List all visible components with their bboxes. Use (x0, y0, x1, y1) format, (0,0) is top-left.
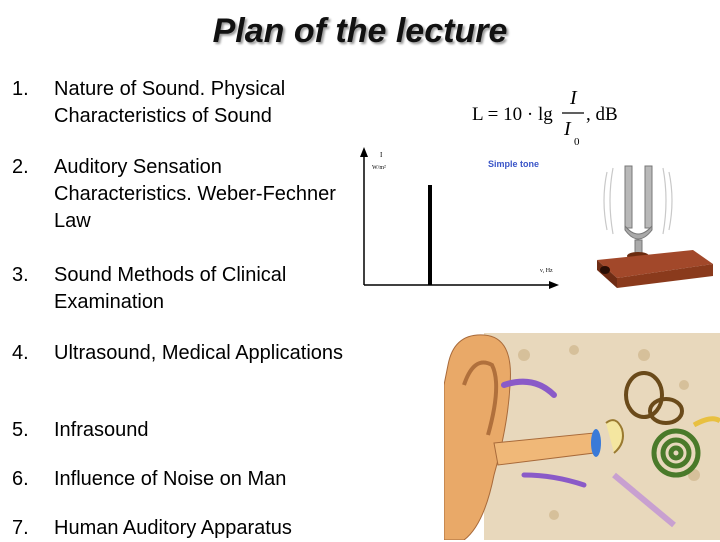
item-number: 3. (12, 264, 29, 286)
y-axis-unit: W/m² (372, 165, 386, 171)
eardrum (591, 429, 601, 457)
semicircular-canals (624, 371, 684, 425)
formula-unit: , dB (586, 104, 618, 125)
item-number: 2. (12, 156, 29, 178)
item-number: 5. (12, 419, 29, 441)
tuning-fork-illustration (597, 165, 713, 288)
item-text: Nature of Sound. Physical Characteristic… (54, 78, 286, 127)
resonator-opening (600, 266, 610, 274)
eustachian-tube (612, 472, 676, 528)
ear-anatomy-illustration (444, 333, 720, 540)
item-text: Auditory Sensation Characteristics. Webe… (54, 156, 336, 232)
auditory-nerve (692, 416, 720, 428)
formula-numerator: I (569, 87, 578, 109)
item-text: Human Auditory Apparatus (54, 517, 292, 539)
loudness-formula: L = 10 · lg I I 0 , dB (472, 87, 618, 148)
cochlea (651, 428, 701, 478)
x-axis-label: ν, Hz (540, 268, 553, 274)
fork-prong-left (624, 165, 633, 229)
y-axis-label: I (380, 151, 383, 159)
fork-stem (634, 239, 643, 255)
outer-ear-pinna (444, 334, 511, 540)
item-number: 4. (12, 342, 29, 364)
item-number: 1. (12, 78, 29, 100)
formula-denominator-subscript: 0 (574, 136, 580, 148)
resonator-box-top (597, 250, 713, 278)
legend-label: Simple tone (488, 159, 539, 169)
x-axis-arrow-icon (549, 281, 559, 289)
simple-tone-graph: I W/m² Simple tone ν, Hz (360, 147, 559, 289)
skull-bone (484, 333, 720, 540)
formula-lhs: L = 10 · lg (472, 104, 553, 125)
item-text: Sound Methods of Clinical Examination (54, 264, 287, 313)
item-number: 6. (12, 468, 29, 490)
slide-title: Plan of the lecture (212, 12, 508, 50)
formula-denominator: I (563, 118, 572, 140)
resonator-box-front (617, 264, 713, 288)
ossicles (605, 419, 624, 454)
item-text: Infrasound (54, 419, 149, 441)
fork-prong-right (644, 165, 653, 229)
item-text: Influence of Noise on Man (54, 468, 287, 490)
item-text: Ultrasound, Medical Applications (54, 342, 344, 364)
y-axis-arrow-icon (360, 147, 368, 157)
item-number: 7. (12, 517, 29, 539)
